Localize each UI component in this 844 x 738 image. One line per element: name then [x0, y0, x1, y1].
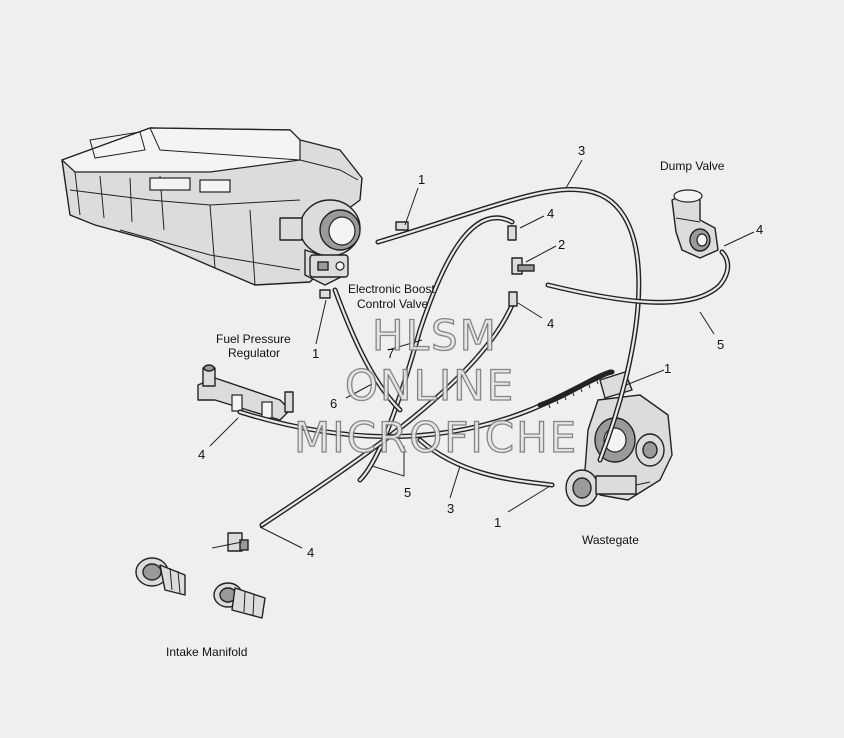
callout-5-right: 5 [717, 337, 724, 352]
callout-3-top: 3 [578, 143, 585, 158]
label-ebcv-line1: Electronic Boost [348, 282, 435, 296]
callout-5-bottom: 5 [404, 485, 411, 500]
callout-2: 2 [558, 237, 565, 252]
callout-numbers: 1 3 4 2 4 4 5 1 7 6 1 4 5 3 1 4 [198, 143, 763, 560]
map-sensor [227, 532, 249, 552]
intake-coupler-2 [213, 582, 266, 619]
callout-4-upper: 4 [547, 206, 554, 221]
leader-lines [209, 159, 755, 549]
hoses [237, 186, 731, 528]
label-wastegate: Wastegate [582, 533, 639, 547]
callout-1-turbo: 1 [664, 361, 671, 376]
part-labels: Dump Valve Electronic Boost Control Valv… [166, 159, 725, 659]
callout-7: 7 [387, 346, 394, 361]
dump-valve [671, 189, 719, 259]
callout-4-rail: 4 [198, 447, 205, 462]
label-intake-manifold: Intake Manifold [166, 645, 247, 659]
callout-4-bottom: 4 [307, 545, 314, 560]
callout-4-dump: 4 [756, 222, 763, 237]
label-ebcv-line2: Control Valve [357, 297, 428, 311]
airbox-housing [60, 127, 363, 286]
callout-4-mid: 4 [547, 316, 554, 331]
fuel-rail [197, 364, 294, 421]
watermark-line2: ONLINE [345, 361, 515, 410]
label-fpr-line2: Regulator [228, 346, 280, 360]
label-fpr-line1: Fuel Pressure [216, 332, 291, 346]
callout-3-bottom: 3 [447, 501, 454, 516]
intake-coupler-1 [135, 557, 186, 596]
wastegate-actuator [565, 469, 651, 507]
watermark-line1: HLSM [372, 311, 498, 360]
callout-1-bottom: 1 [494, 515, 501, 530]
label-dump-valve: Dump Valve [660, 159, 725, 173]
callout-1-left: 1 [312, 346, 319, 361]
callout-6: 6 [330, 396, 337, 411]
boost-control-valve [309, 254, 349, 278]
fittings [319, 221, 535, 307]
watermark: HLSM ONLINE MICROFICHE [293, 310, 578, 462]
watermark-line3: MICROFICHE [294, 413, 578, 462]
callout-1-top: 1 [418, 172, 425, 187]
